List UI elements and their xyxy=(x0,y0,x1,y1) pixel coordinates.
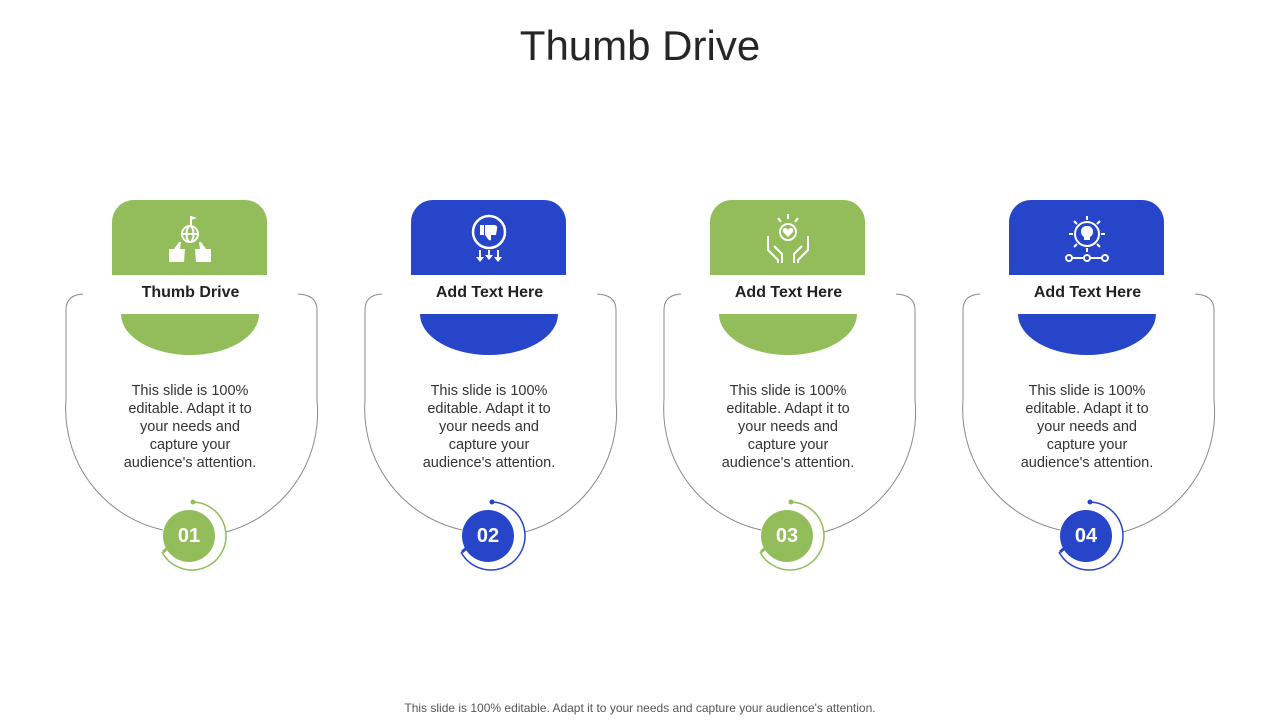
card-description: This slide is 100% editable. Adapt it to… xyxy=(721,383,855,471)
card-header xyxy=(112,200,267,275)
card-description: This slide is 100% editable. Adapt it to… xyxy=(1020,383,1154,471)
thumbs-up-globe-icon xyxy=(168,216,211,262)
slide-footer: This slide is 100% editable. Adapt it to… xyxy=(404,701,876,715)
card-number-badge: 01 xyxy=(163,510,215,562)
card-label: Add Text Here xyxy=(980,284,1195,306)
card-number-badge: 02 xyxy=(462,510,514,562)
gear-lightbulb-icon xyxy=(1064,216,1109,262)
card-header xyxy=(1009,200,1164,275)
card-label: Add Text Here xyxy=(382,284,597,306)
card-description: This slide is 100% editable. Adapt it to… xyxy=(123,383,257,471)
card-label: Add Text Here xyxy=(681,284,896,306)
card-2: Add Text Here This slide is 100% editabl… xyxy=(362,195,622,580)
card-description: This slide is 100% editable. Adapt it to… xyxy=(422,383,556,471)
thumbs-down-badge-icon xyxy=(471,214,506,262)
card-header xyxy=(411,200,566,275)
card-outline xyxy=(364,293,618,571)
card-outline xyxy=(962,293,1216,571)
card-1: Thumb Drive This slide is 100% editable.… xyxy=(63,195,323,580)
card-outline xyxy=(663,293,917,571)
card-4: Add Text Here This slide is 100% editabl… xyxy=(960,195,1220,580)
card-number-badge: 03 xyxy=(761,510,813,562)
card-header xyxy=(710,200,865,275)
hands-heart-icon xyxy=(766,214,809,263)
card-3: Add Text Here This slide is 100% editabl… xyxy=(661,195,921,580)
card-number-badge: 04 xyxy=(1060,510,1112,562)
slide-title: Thumb Drive xyxy=(519,22,761,69)
card-label: Thumb Drive xyxy=(83,284,298,306)
